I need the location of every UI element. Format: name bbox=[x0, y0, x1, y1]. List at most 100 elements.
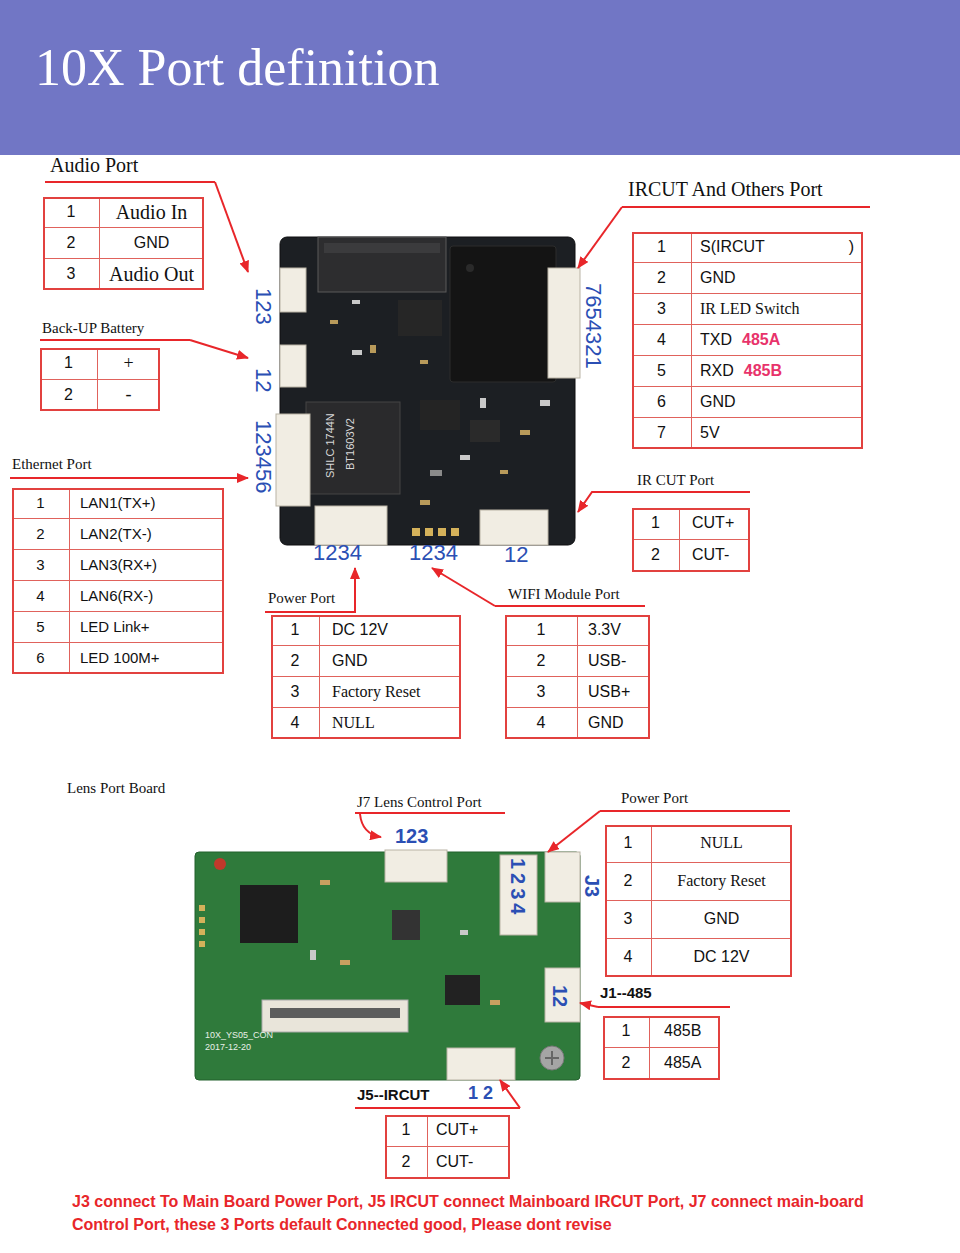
pin-number: 5 bbox=[657, 362, 666, 380]
pin-signal-cell: NULL bbox=[652, 825, 792, 863]
table-frame bbox=[12, 488, 224, 674]
smd-part bbox=[490, 1000, 500, 1005]
pin-signal-cell: - bbox=[98, 380, 160, 412]
pin-number: 3 bbox=[537, 683, 546, 701]
pin-number-cell: 2 bbox=[271, 646, 320, 677]
pin-number-cell: 5 bbox=[12, 612, 70, 643]
wifi-pad bbox=[425, 528, 433, 536]
callout-slot: 1234 bbox=[313, 542, 362, 564]
pin-number: 1 bbox=[64, 354, 73, 372]
pin-number-cell: 3 bbox=[605, 901, 652, 939]
silkscreen-text: SHLC 1744N bbox=[325, 413, 336, 478]
pin-signal: CUT+ bbox=[692, 514, 734, 532]
pin-number: 4 bbox=[537, 714, 546, 732]
pin-signal-cell: USB+ bbox=[578, 677, 650, 708]
heading-underline bbox=[600, 810, 790, 812]
pin-number-cell: 3 bbox=[12, 550, 70, 581]
callout-slot: 7654321 bbox=[582, 283, 668, 305]
board-label: J7 Lens Control Port bbox=[357, 794, 482, 811]
pin-signal: IR LED Switch bbox=[700, 300, 800, 318]
j3-connector bbox=[545, 852, 580, 902]
pin-signal-cell: Audio Out bbox=[100, 259, 204, 290]
port-table: J1--4851485B2485A bbox=[598, 983, 730, 1080]
pin-signal-cell: CUT+ bbox=[680, 508, 750, 540]
pin-signal: GND bbox=[704, 910, 740, 928]
callout-slot: 1234 bbox=[508, 858, 569, 879]
pin-signal-cell: GND bbox=[100, 228, 204, 259]
heading-underline bbox=[495, 605, 645, 607]
pin-signal-cell: LED 100M+ bbox=[70, 643, 224, 674]
smd-part bbox=[420, 360, 428, 364]
pin-number-cell: 6 bbox=[12, 643, 70, 674]
pin-signal: USB- bbox=[588, 652, 626, 670]
ircut-others-connector bbox=[548, 268, 580, 378]
pin-number: 1 bbox=[36, 494, 44, 511]
bus-label: 485A bbox=[742, 331, 780, 349]
pin-number-cell: 4 bbox=[632, 325, 692, 356]
pin-signal-cell: DC 12V bbox=[320, 615, 461, 646]
heading-slot: IRCUT And Others Port bbox=[628, 178, 823, 201]
smd-part bbox=[460, 930, 468, 935]
pin-signal: GND bbox=[700, 393, 736, 411]
callout-number: 1234 bbox=[313, 542, 362, 564]
bus-label: 485B bbox=[744, 362, 782, 380]
smd-part bbox=[460, 455, 470, 460]
pin-signal-cell: GND bbox=[692, 387, 863, 418]
pin-number: 2 bbox=[624, 872, 633, 890]
smd-part bbox=[340, 960, 350, 965]
callout-slot: 123 bbox=[395, 826, 428, 847]
heading-underline bbox=[45, 181, 215, 183]
pin-signal: GND bbox=[588, 714, 624, 732]
table-heading: Audio Port bbox=[50, 154, 138, 177]
mcu-chip bbox=[240, 885, 298, 943]
pin-signal: LAN3(RX+) bbox=[80, 556, 157, 573]
pin-signal-cell: DC 12V bbox=[652, 939, 792, 977]
callout-slot: 10X_YS05_CON bbox=[205, 1024, 273, 1042]
pin-number: 4 bbox=[36, 587, 44, 604]
table-frame bbox=[505, 615, 650, 739]
pin-signal-cell: Audio In bbox=[100, 197, 204, 228]
pin-number-cell: 1 bbox=[12, 488, 70, 519]
pin-signal-cell: USB- bbox=[578, 646, 650, 677]
pin-number-cell: 2 bbox=[632, 540, 680, 572]
pin-number: 2 bbox=[402, 1153, 411, 1171]
pin-number-cell: 1 bbox=[385, 1115, 428, 1147]
pin-signal: Audio Out bbox=[109, 263, 194, 286]
callout-slot: 123 bbox=[252, 288, 289, 310]
audio-connector bbox=[280, 268, 306, 312]
wifi-pad bbox=[412, 528, 420, 536]
heading-underline bbox=[622, 206, 870, 208]
pin-signal: GND bbox=[134, 234, 170, 252]
soc-chip bbox=[450, 246, 556, 382]
port-table: Power Port1NULL2Factory Reset3GND4DC 12V bbox=[600, 788, 792, 977]
callout-arrow bbox=[578, 207, 622, 268]
pin-number-cell: 2 bbox=[505, 646, 578, 677]
pin-signal-cell: CUT- bbox=[428, 1147, 510, 1179]
pin-signal-cell: LAN6(RX-) bbox=[70, 581, 224, 612]
pin-signal: Factory Reset bbox=[677, 872, 765, 890]
main-board-pcb bbox=[276, 237, 580, 545]
pin-signal: DC 12V bbox=[693, 948, 749, 966]
pin-signal-cell: 3.3V bbox=[578, 615, 650, 646]
pin-number-cell: 7 bbox=[632, 418, 692, 449]
callout-number: J3 bbox=[582, 875, 602, 897]
pin-number: 1 bbox=[657, 238, 666, 256]
pin-number: 4 bbox=[657, 331, 666, 349]
port-table: IR CUT Port1CUT+2CUT- bbox=[632, 471, 750, 572]
pin-number-cell: 3 bbox=[43, 259, 100, 290]
sd-slot-lip bbox=[324, 243, 440, 253]
heading-slot: Back-UP Battery bbox=[42, 319, 144, 337]
port-table: Power Port1DC 12V2GND3Factory Reset4NULL bbox=[265, 588, 461, 739]
j7-connector bbox=[385, 850, 447, 882]
callout-slot: 123456 bbox=[252, 420, 325, 442]
callout-arrow bbox=[580, 1003, 598, 1007]
pin-signal: NULL bbox=[332, 714, 375, 732]
fpc-slot bbox=[270, 1008, 400, 1018]
pin-number: 1 bbox=[67, 203, 76, 221]
smd-part bbox=[352, 350, 362, 355]
table-heading: Power Port bbox=[621, 790, 688, 807]
pin-number-cell: 6 bbox=[632, 387, 692, 418]
pin-signal: + bbox=[123, 353, 133, 374]
table-heading: Back-UP Battery bbox=[42, 320, 144, 337]
pin-signal: LAN1(TX+) bbox=[80, 494, 155, 511]
